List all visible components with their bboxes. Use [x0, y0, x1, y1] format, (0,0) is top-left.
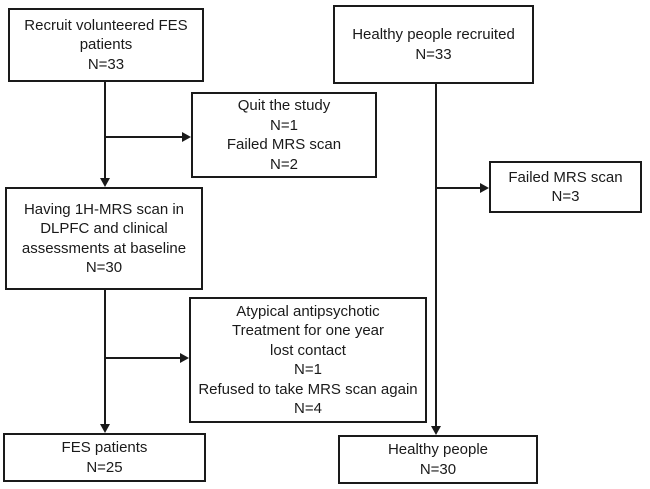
connector-branch-to-atypical-dropout — [104, 357, 180, 359]
box-quit-study-failed-scan: Quit the study N=1 Failed MRS scan N=2 — [191, 92, 377, 178]
box-healthy-people-final: Healthy people N=30 — [338, 435, 538, 484]
box-baseline-mrs-assessment-text: Having 1H-MRS scan in DLPFC and clinical… — [21, 200, 187, 277]
box-atypical-treatment-dropout-text: Atypical antipsychotic Treatment for one… — [198, 302, 418, 418]
arrowhead-into-quit-study-box — [182, 132, 191, 142]
box-failed-mrs-scan-text: Failed MRS scan N=3 — [508, 168, 623, 206]
connector-healthy-recruited-to-healthy-people — [435, 84, 437, 427]
box-failed-mrs-scan: Failed MRS scan N=3 — [489, 161, 642, 213]
box-healthy-people-recruited: Healthy people recruited N=33 — [333, 5, 534, 84]
arrowhead-into-fes-patients-box — [100, 424, 110, 433]
box-baseline-mrs-assessment: Having 1H-MRS scan in DLPFC and clinical… — [5, 187, 203, 290]
box-recruit-fes-patients: Recruit volunteered FES patients N=33 — [8, 8, 204, 82]
arrowhead-into-failed-mrs-box — [480, 183, 489, 193]
connector-recruit-to-baseline — [104, 82, 106, 180]
box-fes-patients-final: FES patients N=25 — [3, 433, 206, 482]
box-recruit-fes-patients-text: Recruit volunteered FES patients N=33 — [24, 16, 188, 73]
box-quit-study-failed-scan-text: Quit the study N=1 Failed MRS scan N=2 — [226, 97, 342, 173]
box-fes-patients-final-text: FES patients N=25 — [61, 439, 148, 476]
connector-branch-to-quit-study — [104, 136, 182, 138]
box-atypical-treatment-dropout: Atypical antipsychotic Treatment for one… — [189, 297, 427, 423]
box-healthy-people-final-text: Healthy people N=30 — [387, 441, 489, 478]
arrowhead-into-atypical-dropout-box — [180, 353, 189, 363]
connector-branch-to-failed-mrs — [436, 187, 481, 189]
arrowhead-into-healthy-people-box — [431, 426, 441, 435]
arrowhead-into-baseline-box — [100, 178, 110, 187]
box-healthy-people-recruited-text: Healthy people recruited N=33 — [352, 26, 515, 63]
